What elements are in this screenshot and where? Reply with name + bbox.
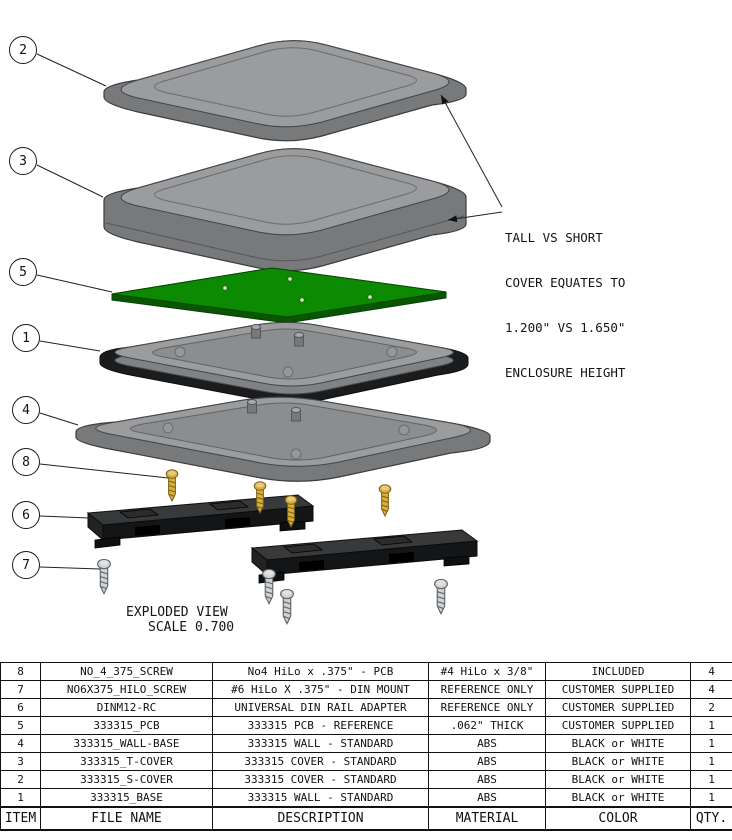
note-line: ENCLOSURE HEIGHT (505, 365, 626, 380)
bom-cell-file-name: NO6X375_HILO_SCREW (40, 680, 213, 699)
pcb-screw-icon (378, 484, 392, 517)
bom-cell-description: 333315 COVER - STANDARD (212, 770, 429, 789)
bom-cell-description: 333315 COVER - STANDARD (212, 752, 429, 771)
bom-cell-material: #4 HiLo x 3/8" (428, 662, 546, 681)
bom-cell-item: 1 (0, 788, 41, 807)
bom-cell-file-name: DINM12-RC (40, 698, 213, 717)
leader-lines (36, 53, 169, 570)
part-wall-base (75, 396, 491, 482)
bom-cell-description: 333315 WALL - STANDARD (212, 734, 429, 753)
part-din-adapter-b (250, 529, 479, 584)
balloon-3: 3 (9, 147, 37, 175)
bom-cell-material: REFERENCE ONLY (428, 680, 546, 699)
bom-header-item: ITEM (0, 805, 41, 831)
bom-cell-file-name: 333315_WALL-BASE (40, 734, 213, 753)
bom-cell-qty: 4 (690, 680, 732, 699)
bom-cell-color: CUSTOMER SUPPLIED (545, 698, 691, 717)
note-leader-lines (440, 94, 503, 223)
bom-cell-color: INCLUDED (545, 662, 691, 681)
bom-cell-qty: 1 (690, 770, 732, 789)
bom-header-description: DESCRIPTION (212, 805, 429, 831)
balloon-5: 5 (9, 258, 37, 286)
bom-cell-description: 333315 PCB - REFERENCE (212, 716, 429, 735)
bom-cell-file-name: 333315_T-COVER (40, 752, 213, 771)
balloon-4: 4 (12, 396, 40, 424)
bom-cell-qty: 1 (690, 752, 732, 771)
din-screw-icon (97, 558, 111, 595)
bom-cell-color: CUSTOMER SUPPLIED (545, 680, 691, 699)
bom-cell-description: 333315 WALL - STANDARD (212, 788, 429, 807)
balloon-1: 1 (12, 324, 40, 352)
bom-header-file-name: FILE NAME (40, 805, 213, 831)
bom-cell-description: No4 HiLo x .375" - PCB (212, 662, 429, 681)
bom-cell-color: BLACK or WHITE (545, 770, 691, 789)
bom-cell-item: 5 (0, 716, 41, 735)
balloon-6: 6 (12, 501, 40, 529)
bom-cell-material: ABS (428, 752, 546, 771)
note-line: COVER EQUATES TO (505, 275, 626, 290)
bom-cell-item: 2 (0, 770, 41, 789)
bom-cell-item: 4 (0, 734, 41, 753)
din-screw-icon (280, 588, 294, 625)
bom-cell-qty: 2 (690, 698, 732, 717)
bom-cell-material: REFERENCE ONLY (428, 698, 546, 717)
pcb-screw-icon (165, 469, 179, 502)
bom-cell-material: ABS (428, 788, 546, 807)
part-tall-cover (103, 148, 467, 272)
bom-header-qty: QTY. (690, 805, 732, 831)
note-line: TALL VS SHORT (505, 230, 603, 245)
view-label: EXPLODED VIEW SCALE 0.700 (126, 605, 234, 635)
note-line: 1.200" VS 1.650" (505, 320, 626, 335)
balloon-2: 2 (9, 36, 37, 64)
bom-cell-description: #6 HiLo X .375" - DIN MOUNT (212, 680, 429, 699)
bom-cell-qty: 4 (690, 662, 732, 681)
height-note: TALL VS SHORT COVER EQUATES TO 1.200" VS… (505, 200, 625, 410)
bom-cell-color: BLACK or WHITE (545, 752, 691, 771)
part-short-cover (103, 40, 467, 142)
bom-cell-file-name: 333315_BASE (40, 788, 213, 807)
bom-cell-qty: 1 (690, 734, 732, 753)
bom-cell-color: BLACK or WHITE (545, 734, 691, 753)
bom-cell-qty: 1 (690, 788, 732, 807)
din-screw-icon (434, 578, 448, 615)
bom-cell-color: BLACK or WHITE (545, 788, 691, 807)
bom-cell-item: 3 (0, 752, 41, 771)
bom-cell-file-name: NO_4_375_SCREW (40, 662, 213, 681)
bom-cell-qty: 1 (690, 716, 732, 735)
bom-header-row: ITEM FILE NAME DESCRIPTION MATERIAL COLO… (0, 805, 732, 831)
bom-cell-item: 8 (0, 662, 41, 681)
part-base (99, 321, 469, 404)
part-din-adapter-a (86, 494, 315, 549)
bom-cell-material: ABS (428, 770, 546, 789)
balloon-8: 8 (12, 448, 40, 476)
exploded-view-svg (36, 40, 503, 625)
bom-cell-file-name: 333315_S-COVER (40, 770, 213, 789)
view-label-title: EXPLODED VIEW (126, 605, 228, 620)
bom-cell-material: ABS (428, 734, 546, 753)
bom-header-material: MATERIAL (428, 805, 546, 831)
bom-header-color: COLOR (545, 805, 691, 831)
bom-cell-item: 6 (0, 698, 41, 717)
bom-cell-file-name: 333315_PCB (40, 716, 213, 735)
balloon-7: 7 (12, 551, 40, 579)
view-label-scale: SCALE 0.700 (148, 620, 235, 635)
bom-cell-material: .062" THICK (428, 716, 546, 735)
din-screw-icon (262, 568, 276, 605)
bom-cell-item: 7 (0, 680, 41, 699)
part-pcb (111, 267, 447, 324)
exploded-view-diagram: 2 3 5 1 4 8 6 7 TALL VS SHORT COVER EQUATES TO … (9, 36, 625, 635)
bom-cell-color: CUSTOMER SUPPLIED (545, 716, 691, 735)
bom-cell-description: UNIVERSAL DIN RAIL ADAPTER (212, 698, 429, 717)
